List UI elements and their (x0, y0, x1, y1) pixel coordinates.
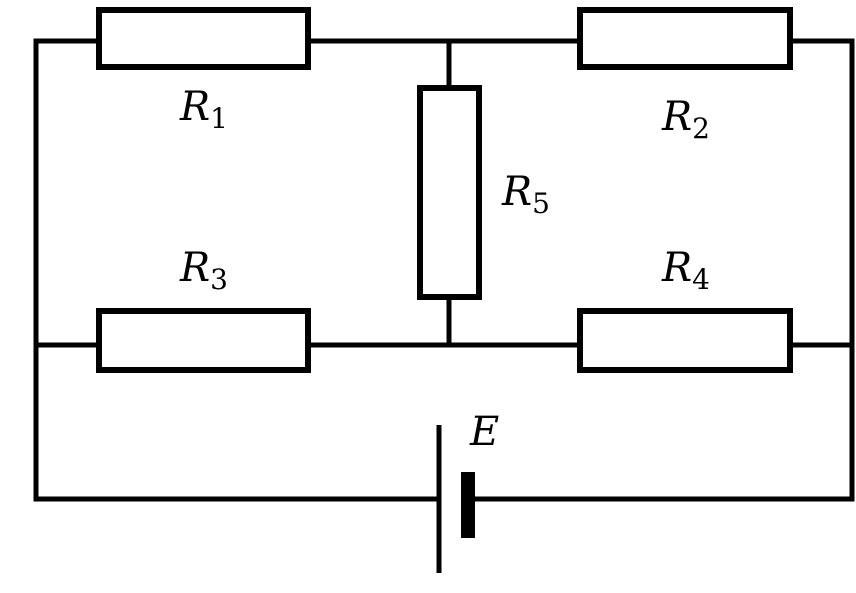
resistor-r2 (577, 7, 793, 70)
resistor-r3 (96, 308, 311, 373)
battery-short-plate (461, 472, 475, 538)
label-r3: R3 (179, 245, 228, 296)
resistor-r4 (577, 308, 793, 373)
label-r4: R4 (661, 245, 710, 296)
label-r2: R2 (661, 94, 710, 145)
battery-e (436, 425, 475, 573)
resistor-r5 (417, 85, 482, 300)
label-r5: R5 (501, 169, 550, 220)
wires (33, 38, 855, 502)
label-battery-e: E (469, 409, 499, 455)
label-r1: R1 (179, 84, 228, 135)
resistor-r1 (96, 7, 311, 70)
